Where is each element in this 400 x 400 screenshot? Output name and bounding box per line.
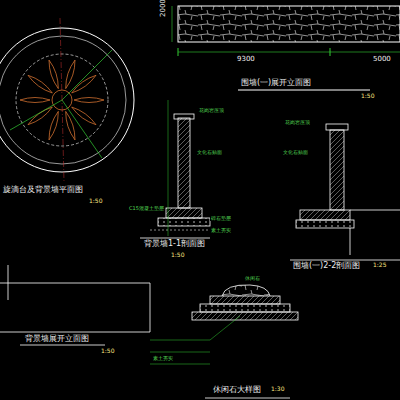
scale-or-dimension: 9300 xyxy=(236,56,256,63)
petal xyxy=(74,98,104,103)
petal xyxy=(28,75,52,93)
annotation: 文化石贴面 xyxy=(196,150,223,155)
scale-or-dimension: 1:50 xyxy=(360,93,375,99)
annotation: 花岗岩压顶 xyxy=(284,120,311,125)
background-wall-elevation xyxy=(0,265,150,345)
view-title: 旋滴台及背景墙平面图 xyxy=(2,186,84,194)
wall-elevation xyxy=(172,6,400,90)
annotation: 文化石贴面 xyxy=(282,150,309,155)
section-1-1 xyxy=(140,100,218,238)
petal xyxy=(28,107,52,125)
view-title: 背景墙1-1剖面图 xyxy=(143,240,206,248)
scale-or-dimension: 1:50 xyxy=(100,348,115,354)
view-title: 围墙(一)展开立面图 xyxy=(240,79,312,87)
view-title: 围墙(一)2-2剖面图 xyxy=(292,262,361,270)
scale-or-dimension: 1:50 xyxy=(170,252,185,258)
annotation: C15混凝土垫层 xyxy=(128,206,165,211)
petal xyxy=(20,98,50,103)
annotation: 素土夯实 xyxy=(210,228,232,233)
view-title: 休闲石大样图 xyxy=(212,386,262,394)
stone-detail xyxy=(150,285,298,398)
annotation: 素土夯实 xyxy=(152,356,174,361)
petal xyxy=(49,111,58,140)
annotation: 休闲石 xyxy=(244,276,261,281)
petal xyxy=(49,60,58,89)
view-title: 背景墙展开立面图 xyxy=(24,335,90,343)
section-2-2 xyxy=(290,124,400,260)
annotation: 碎石垫层 xyxy=(210,216,232,221)
scale-or-dimension: 1:25 xyxy=(372,262,387,268)
annotation: 花岗岩压顶 xyxy=(198,108,225,113)
scale-or-dimension: 1:30 xyxy=(270,386,285,392)
scale-or-dimension: 1:50 xyxy=(88,198,103,204)
plan-view xyxy=(0,18,134,182)
petal xyxy=(72,107,96,125)
petal xyxy=(66,60,75,89)
scale-or-dimension: 5000 xyxy=(372,56,392,63)
petal xyxy=(66,111,75,140)
scale-or-dimension: 2000 xyxy=(160,0,167,18)
